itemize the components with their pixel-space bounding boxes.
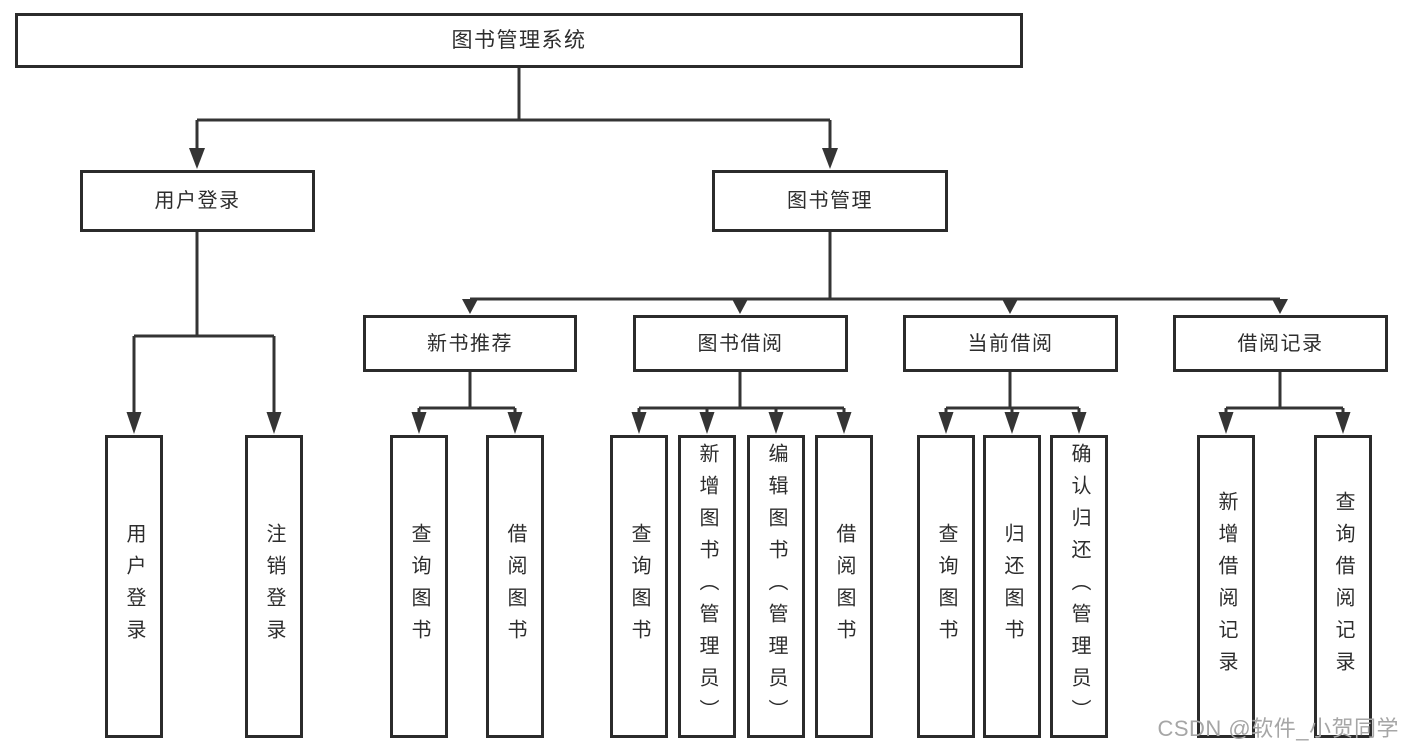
- node-label: 用户登录: [154, 190, 241, 212]
- node-label: 图书借阅: [697, 332, 784, 355]
- node-label: 归还图书: [1001, 522, 1023, 651]
- node-label: 用户登录: [123, 522, 145, 651]
- arrowhead-icons: [126, 148, 1351, 434]
- csdn-watermark: CSDN @软件_小贺同学: [1157, 716, 1399, 741]
- leaf-logout: 注销登录: [245, 435, 303, 738]
- node-book-management: 图书管理: [712, 170, 948, 232]
- leaf-confirm-return-admin: 确认归还（管理员）: [1050, 435, 1108, 738]
- node-label: 图书管理系统: [451, 29, 587, 52]
- node-label: 借阅记录: [1237, 332, 1324, 355]
- node-label: 查询图书: [628, 522, 650, 651]
- node-label: 新书推荐: [427, 332, 513, 355]
- node-label: 新增图书（管理员）: [696, 442, 718, 731]
- node-label: 借阅图书: [504, 522, 526, 651]
- leaf-return-books: 归还图书: [983, 435, 1041, 738]
- node-label: 新增借阅记录: [1215, 490, 1237, 683]
- node-label: 查询借阅记录: [1332, 490, 1354, 683]
- node-label: 当前借阅: [967, 332, 1054, 355]
- node-label: 注销登录: [263, 522, 285, 651]
- node-label: 借阅图书: [833, 522, 855, 651]
- node-label: 查询图书: [935, 522, 957, 651]
- leaf-query-books-borrowing: 查询图书: [610, 435, 668, 738]
- node-label: 图书管理: [787, 190, 873, 212]
- leaf-edit-books-admin: 编辑图书（管理员）: [747, 435, 805, 738]
- node-book-borrowing: 图书借阅: [633, 315, 848, 372]
- node-label: 确认归还（管理员）: [1068, 442, 1090, 731]
- leaf-borrow-books-recommend: 借阅图书: [486, 435, 544, 738]
- node-borrowing-records: 借阅记录: [1173, 315, 1388, 372]
- node-new-book-recommendation: 新书推荐: [363, 315, 577, 372]
- leaf-query-borrow-record: 查询借阅记录: [1314, 435, 1372, 738]
- leaf-query-books-recommend: 查询图书: [390, 435, 448, 738]
- leaf-add-borrow-record: 新增借阅记录: [1197, 435, 1255, 738]
- leaf-query-books-current: 查询图书: [917, 435, 975, 738]
- leaf-add-books-admin: 新增图书（管理员）: [678, 435, 736, 738]
- node-root-library-system: 图书管理系统: [15, 13, 1023, 68]
- leaf-user-login: 用户登录: [105, 435, 163, 738]
- node-current-borrowing: 当前借阅: [903, 315, 1118, 372]
- leaf-borrow-books: 借阅图书: [815, 435, 873, 738]
- node-label: 查询图书: [408, 522, 430, 651]
- node-label: 编辑图书（管理员）: [765, 442, 787, 731]
- node-user-login: 用户登录: [80, 170, 315, 232]
